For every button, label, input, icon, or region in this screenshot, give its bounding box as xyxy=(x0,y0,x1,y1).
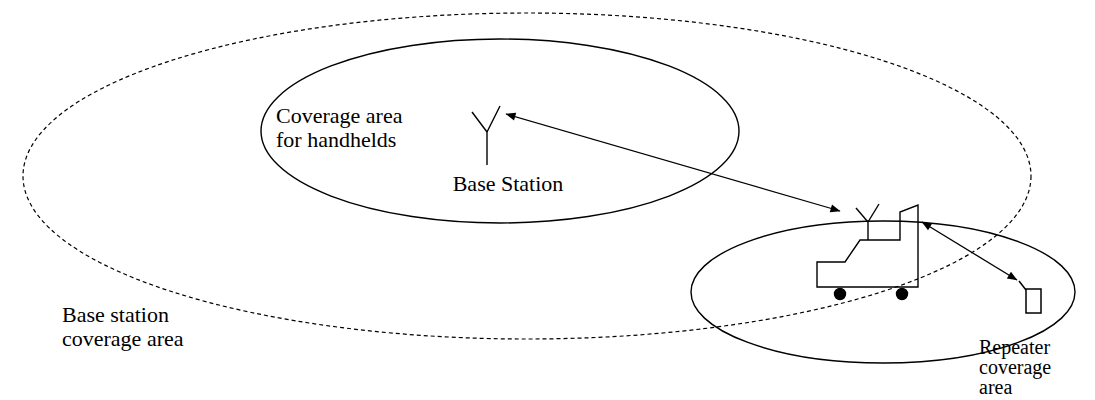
dashed-ellipse xyxy=(23,13,1031,339)
text-holder: Repeater coverage area xyxy=(979,337,1076,398)
text-holder: Coverage area for handhelds xyxy=(276,104,416,152)
base-antenna xyxy=(472,106,500,165)
radio-link-arrow xyxy=(506,114,840,211)
solid-ellipse xyxy=(261,39,739,223)
vehicle-wheel xyxy=(897,289,908,300)
vehicle-antenna xyxy=(868,204,879,222)
antenna-arm xyxy=(472,112,487,132)
handheld-body xyxy=(1026,289,1041,313)
handheld-antenna xyxy=(1019,281,1026,290)
text-holder: Base Station xyxy=(453,172,564,196)
vehicle-body xyxy=(817,205,918,287)
vehicle-antenna xyxy=(867,222,868,240)
vehicle-wheel xyxy=(835,289,846,300)
coverage-ellipse: Repeater coverage area xyxy=(690,220,1076,364)
area-label: Repeater coverage area xyxy=(979,337,1076,397)
coverage-ellipse: Coverage area for handhelds xyxy=(260,38,740,224)
area-label: Coverage area for handhelds xyxy=(276,104,416,152)
station-label: Base Station xyxy=(453,172,564,196)
text-holder: Base station coverage area xyxy=(62,303,197,351)
antenna-mast xyxy=(486,132,487,165)
vehicle-antenna xyxy=(856,208,868,222)
area-label: Base station coverage area xyxy=(62,303,197,351)
antenna-arm xyxy=(487,106,500,132)
handheld-radio xyxy=(1019,281,1041,313)
